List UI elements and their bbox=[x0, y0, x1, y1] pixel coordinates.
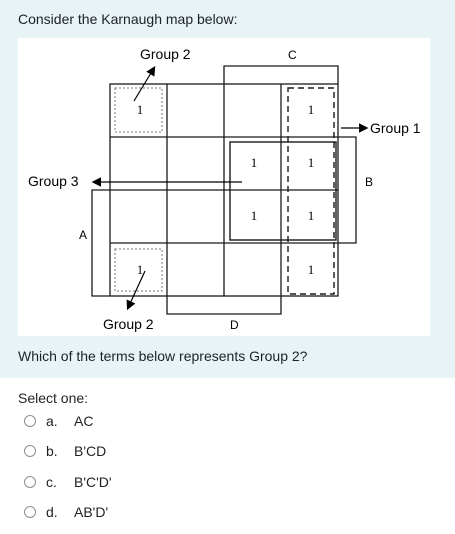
cell-value: 1 bbox=[251, 155, 258, 170]
cell-value: 1 bbox=[251, 208, 258, 223]
question-panel: Consider the Karnaugh map below: bbox=[0, 0, 455, 378]
radio-button[interactable] bbox=[24, 445, 36, 457]
karnaugh-map-figure: 1 1 1 1 1 1 1 1 Group 2 Group 1 Group 3 bbox=[18, 38, 430, 336]
cell-value: 1 bbox=[308, 208, 315, 223]
group2-bottom-arrow bbox=[126, 270, 146, 311]
question-prompt: Consider the Karnaugh map below: bbox=[18, 11, 238, 27]
annotation-arrows bbox=[91, 65, 369, 311]
answer-option-b[interactable]: b. B'CD bbox=[24, 440, 106, 462]
cell-value: 1 bbox=[308, 262, 315, 277]
option-text: B'C'D' bbox=[74, 474, 112, 490]
a-label: A bbox=[79, 228, 87, 242]
radio-button[interactable] bbox=[24, 415, 36, 427]
d-bracket bbox=[166, 296, 282, 315]
variable-brackets bbox=[91, 65, 357, 315]
karnaugh-map: 1 1 1 1 1 1 1 1 Group 2 Group 1 Group 3 bbox=[28, 46, 421, 332]
cell-value: 1 bbox=[137, 102, 144, 117]
a-bracket bbox=[91, 189, 110, 297]
option-letter: b. bbox=[46, 443, 58, 459]
radio-button[interactable] bbox=[24, 506, 36, 518]
option-text: AB'D' bbox=[74, 504, 109, 520]
kmap-grid bbox=[109, 83, 339, 297]
b-bracket bbox=[338, 136, 357, 244]
group2-top-arrow bbox=[133, 65, 156, 102]
group1-label: Group 1 bbox=[370, 120, 421, 136]
group3-label: Group 3 bbox=[28, 173, 79, 189]
c-bracket bbox=[223, 65, 339, 84]
group1-dashed-box bbox=[287, 87, 335, 295]
c-label: C bbox=[288, 48, 297, 62]
radio-button[interactable] bbox=[24, 476, 36, 488]
cell-value: 1 bbox=[308, 102, 315, 117]
option-text: AC bbox=[74, 413, 94, 429]
cell-value: 1 bbox=[308, 155, 315, 170]
question-sub-prompt: Which of the terms below represents Grou… bbox=[18, 348, 308, 364]
group3-box bbox=[229, 141, 337, 241]
option-letter: d. bbox=[46, 504, 58, 520]
option-text: B'CD bbox=[74, 443, 107, 459]
answer-option-d[interactable]: d. AB'D' bbox=[24, 501, 108, 523]
group2-bottom-label: Group 2 bbox=[103, 316, 154, 332]
b-label: B bbox=[365, 175, 373, 189]
option-letter: a. bbox=[46, 413, 58, 429]
answer-option-a[interactable]: a. AC bbox=[24, 410, 93, 432]
option-letter: c. bbox=[46, 474, 57, 490]
cell-value: 1 bbox=[137, 262, 144, 277]
select-one-label: Select one: bbox=[18, 390, 89, 406]
group2-top-box bbox=[114, 87, 163, 133]
group2-top-label: Group 2 bbox=[140, 46, 191, 62]
answer-option-c[interactable]: c. B'C'D' bbox=[24, 471, 112, 493]
d-label: D bbox=[230, 318, 239, 332]
group2-bottom-box bbox=[114, 248, 163, 292]
